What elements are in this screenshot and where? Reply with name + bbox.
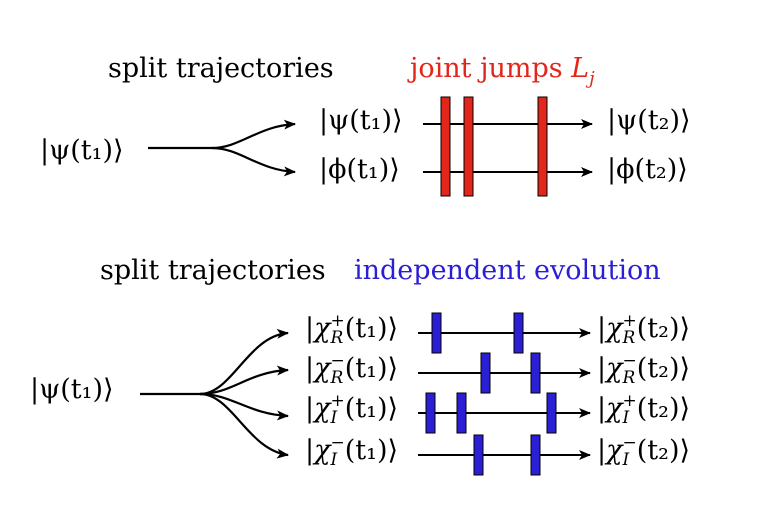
- bottom-split-arrow-1: [199, 365, 289, 396]
- independent-jump-row0-1: [513, 312, 524, 354]
- chi-symbol: χ: [606, 353, 623, 384]
- joint-jump-2: [537, 96, 548, 197]
- chi-symbol: χ: [314, 435, 331, 466]
- independent-jump-row0-0: [431, 312, 442, 354]
- top-row-0-in: |ψ(t₁)⟩: [319, 105, 403, 136]
- bottom-row-3-out: |χ−I(t₂)⟩: [597, 433, 691, 470]
- top-split-arrow-upper: [148, 119, 296, 150]
- joint-jumps-text: joint jumps: [410, 53, 572, 84]
- bottom-independent-jumps: [425, 312, 557, 476]
- jump-operator-subscript: j: [589, 68, 595, 89]
- jump-operator-symbol: L: [571, 53, 590, 84]
- bottom-label-independent-evolution: independent evolution: [354, 255, 661, 286]
- chi-symbol: χ: [606, 435, 623, 466]
- chi-symbol: χ: [314, 313, 331, 344]
- bottom-row-3-in: |χ−I(t₁)⟩: [305, 433, 399, 470]
- joint-jump-0: [440, 96, 451, 197]
- chi-symbol: χ: [314, 393, 331, 424]
- bottom-label-split-trajectories: split trajectories: [100, 255, 326, 286]
- bottom-split-arrow-0: [140, 328, 289, 396]
- chi-symbol: χ: [606, 313, 623, 344]
- bottom-row-1-out: |χ−R(t₂)⟩: [597, 351, 691, 388]
- bottom-row-0-in: |χ+R(t₁)⟩: [305, 311, 399, 348]
- bottom-split-arrows: [140, 328, 289, 459]
- top-input-state: |ψ(t₁)⟩: [40, 135, 124, 166]
- bottom-input-state: |ψ(t₁)⟩: [30, 374, 114, 405]
- joint-jump-1: [463, 96, 474, 197]
- independent-jump-row3-0: [473, 434, 484, 476]
- independent-jump-row2-0: [425, 392, 436, 434]
- independent-jump-row3-1: [530, 434, 541, 476]
- top-joint-jumps: [440, 96, 548, 197]
- top-row-1-in: |ϕ(t₁)⟩: [319, 154, 400, 185]
- chi-symbol: χ: [606, 393, 623, 424]
- top-split-arrows: [148, 119, 296, 177]
- bottom-row-1-in: |χ−R(t₁)⟩: [305, 351, 399, 388]
- independent-jump-row2-1: [456, 392, 467, 434]
- independent-jump-row2-2: [546, 392, 557, 434]
- bottom-row-0-out: |χ+R(t₂)⟩: [597, 311, 691, 348]
- independent-jump-row1-1: [530, 352, 541, 394]
- top-row-0-out: |ψ(t₂)⟩: [607, 105, 691, 136]
- independent-jump-row1-0: [480, 352, 491, 394]
- chi-symbol: χ: [314, 353, 331, 384]
- bottom-split-arrow-3: [199, 392, 289, 459]
- top-row-1-out: |ϕ(t₂)⟩: [607, 154, 688, 185]
- top-label-joint-jumps: joint jumps Lj: [410, 53, 595, 88]
- bottom-row-2-in: |χ+I(t₁)⟩: [305, 391, 399, 428]
- bottom-row-2-out: |χ+I(t₂)⟩: [597, 391, 691, 428]
- top-split-arrow-lower: [211, 146, 296, 177]
- top-label-split-trajectories: split trajectories: [108, 53, 334, 84]
